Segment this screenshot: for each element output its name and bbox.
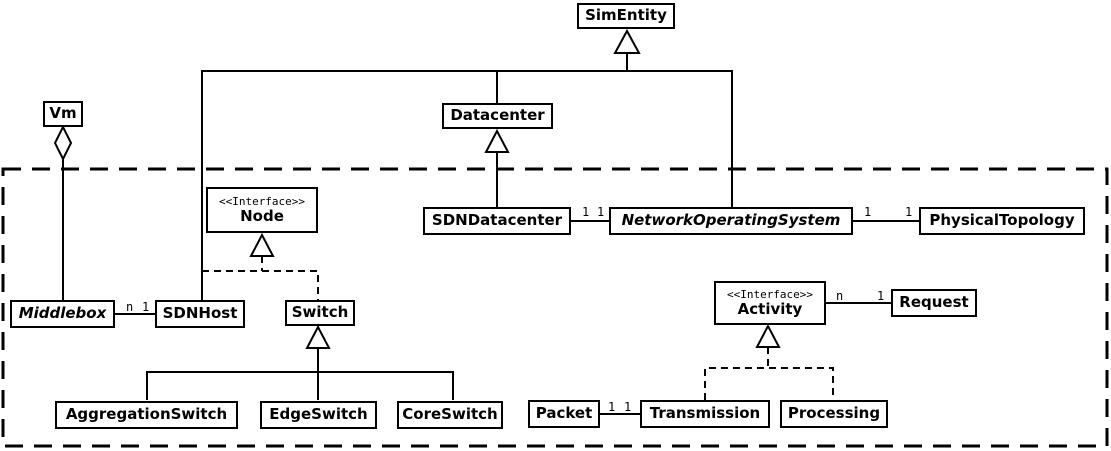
- class-name: SimEntity: [585, 6, 667, 25]
- class-name: Transmission: [649, 404, 761, 423]
- multiplicity-label: 1: [624, 400, 632, 414]
- class-name: Packet: [535, 404, 593, 423]
- multiplicity-label: 1: [597, 205, 605, 219]
- class-vm: Vm: [43, 101, 83, 127]
- class-name: Vm: [49, 104, 77, 123]
- class-name: AggregationSwitch: [65, 405, 228, 424]
- class-name: PhysicalTopology: [929, 211, 1075, 230]
- activity-realization-dashed-line: [704, 367, 834, 400]
- class-name: CoreSwitch: [402, 405, 498, 424]
- multiplicity-label: 1: [905, 205, 913, 219]
- class-name: Request: [899, 293, 969, 312]
- class-name: Switch: [291, 303, 349, 322]
- multiplicity-label: 1: [582, 205, 590, 219]
- class-name: Middlebox: [18, 304, 107, 323]
- multiplicity-label: 1: [142, 300, 150, 314]
- interface-activity: <<Interface>> Activity: [714, 281, 826, 325]
- class-name: Activity: [737, 299, 803, 318]
- class-middlebox: Middlebox: [10, 300, 115, 328]
- class-name: Node: [240, 206, 284, 225]
- multiplicity-label: n: [836, 289, 844, 303]
- class-coreswitch: CoreSwitch: [397, 401, 503, 429]
- class-edgeswitch: EdgeSwitch: [260, 401, 377, 429]
- class-datacenter: Datacenter: [442, 103, 553, 129]
- class-physicaltopology: PhysicalTopology: [919, 207, 1085, 235]
- class-name: EdgeSwitch: [269, 405, 368, 424]
- class-name: NetworkOperatingSystem: [621, 211, 841, 230]
- generalization-bus-line: [201, 70, 733, 300]
- stereotype-label: <<Interface>>: [726, 287, 814, 301]
- class-aggregationswitch: AggregationSwitch: [55, 401, 238, 429]
- aggregation-diamond-icon: [53, 124, 73, 162]
- interface-node: <<Interface>> Node: [206, 187, 318, 233]
- class-switch: Switch: [285, 300, 355, 326]
- multiplicity-label: 1: [864, 205, 872, 219]
- dashed-frame-border: [1, 167, 1109, 448]
- class-sdnhost: SDNHost: [155, 300, 245, 328]
- generalization-arrow-icon: [613, 28, 641, 54]
- multiplicity-label: 1: [877, 289, 885, 303]
- class-networkoperatingsystem: NetworkOperatingSystem: [609, 207, 853, 235]
- multiplicity-label: n: [126, 300, 134, 314]
- class-transmission: Transmission: [640, 400, 770, 428]
- class-packet: Packet: [528, 400, 600, 428]
- realization-arrow-icon: [249, 232, 275, 257]
- class-name: Processing: [787, 404, 881, 423]
- class-name: SDNHost: [162, 304, 238, 323]
- class-request: Request: [891, 289, 977, 317]
- class-name: Datacenter: [450, 106, 545, 125]
- realization-arrow-icon: [755, 323, 781, 348]
- switch-subclass-bus-line: [146, 371, 454, 400]
- class-sdndatacenter: SDNDatacenter: [423, 207, 571, 235]
- generalization-arrow-icon: [305, 324, 331, 349]
- generalization-arrow-icon: [484, 128, 510, 153]
- node-realization-dashed-line: [202, 270, 319, 300]
- class-simentity: SimEntity: [577, 3, 675, 29]
- stereotype-label: <<Interface>>: [218, 194, 306, 208]
- class-processing: Processing: [780, 400, 888, 428]
- multiplicity-label: 1: [608, 400, 616, 414]
- class-name: SDNDatacenter: [431, 211, 563, 230]
